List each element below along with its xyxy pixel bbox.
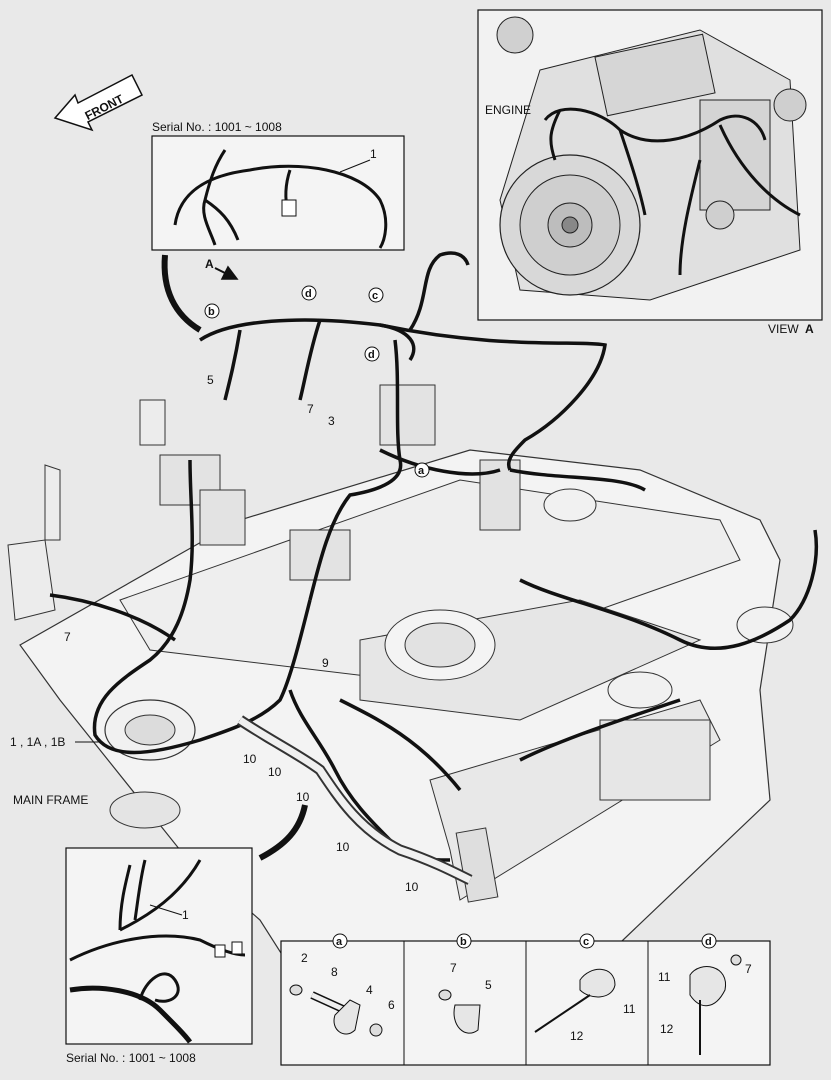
svg-text:a: a bbox=[336, 936, 343, 948]
svg-text:12: 12 bbox=[660, 1022, 674, 1036]
svg-text:d: d bbox=[705, 936, 712, 948]
callout-10-c: 10 bbox=[296, 790, 310, 804]
svg-text:11: 11 bbox=[658, 970, 671, 984]
serial-bottom-inset: 1 bbox=[65, 847, 253, 1045]
serial-bottom-label: Serial No. : 1001 ~ 1008 bbox=[66, 1051, 196, 1065]
svg-text:4: 4 bbox=[366, 983, 373, 997]
svg-text:a: a bbox=[418, 465, 425, 477]
ref-marker-d-top: d bbox=[301, 285, 317, 301]
svg-text:c: c bbox=[372, 290, 378, 302]
detail-c: c 11 12 bbox=[534, 933, 636, 1043]
callout-1-top: 1 bbox=[370, 147, 377, 161]
detail-d: d 11 7 12 bbox=[658, 933, 752, 1055]
callout-7-left: 7 bbox=[64, 630, 71, 644]
svg-text:7: 7 bbox=[745, 962, 752, 976]
ref-marker-d-mid: d bbox=[364, 346, 380, 362]
callout-10-d: 10 bbox=[336, 840, 350, 854]
callout-10-b: 10 bbox=[268, 765, 282, 779]
svg-text:b: b bbox=[208, 306, 215, 318]
svg-text:c: c bbox=[583, 936, 589, 948]
ref-marker-b: b bbox=[204, 303, 220, 319]
callout-10-a: 10 bbox=[243, 752, 257, 766]
detail-b: b 7 5 bbox=[438, 933, 492, 1034]
ref-marker-c: c bbox=[368, 287, 384, 303]
callout-3: 3 bbox=[328, 414, 335, 428]
svg-text:6: 6 bbox=[388, 998, 395, 1012]
callout-5: 5 bbox=[207, 373, 214, 387]
callout-10-e: 10 bbox=[405, 880, 419, 894]
svg-text:d: d bbox=[305, 288, 312, 300]
main-frame-label: MAIN FRAME bbox=[13, 793, 88, 807]
callout-7-top: 7 bbox=[307, 402, 314, 416]
svg-text:2: 2 bbox=[301, 951, 308, 965]
serial-top-label: Serial No. : 1001 ~ 1008 bbox=[152, 120, 282, 134]
svg-text:11: 11 bbox=[623, 1002, 636, 1016]
callout-1-bottom: 1 bbox=[182, 908, 189, 922]
svg-text:12: 12 bbox=[570, 1029, 584, 1043]
front-arrow-icon: FRONT bbox=[53, 73, 144, 132]
detail-a: a 2 8 4 6 bbox=[289, 933, 395, 1037]
svg-text:8: 8 bbox=[331, 965, 338, 979]
view-letter: A bbox=[805, 322, 814, 336]
ref-marker-a: a bbox=[414, 462, 430, 478]
callout-9: 9 bbox=[322, 656, 329, 670]
view-arrow-label: A bbox=[205, 257, 214, 271]
callout-1-main: 1 , 1A , 1B bbox=[10, 735, 65, 749]
engine-label: ENGINE bbox=[485, 103, 531, 117]
view-label: VIEW bbox=[768, 322, 799, 336]
svg-text:b: b bbox=[460, 936, 467, 948]
svg-text:d: d bbox=[368, 349, 375, 361]
svg-text:7: 7 bbox=[450, 961, 457, 975]
detail-panels: a 2 8 4 6 b 7 5 c 11 12 bbox=[280, 933, 771, 1066]
main-frame-drawing bbox=[7, 384, 794, 1031]
svg-text:5: 5 bbox=[485, 978, 492, 992]
serial-top-inset: 1 bbox=[151, 135, 405, 251]
engine-view-inset: ENGINE bbox=[477, 9, 823, 321]
